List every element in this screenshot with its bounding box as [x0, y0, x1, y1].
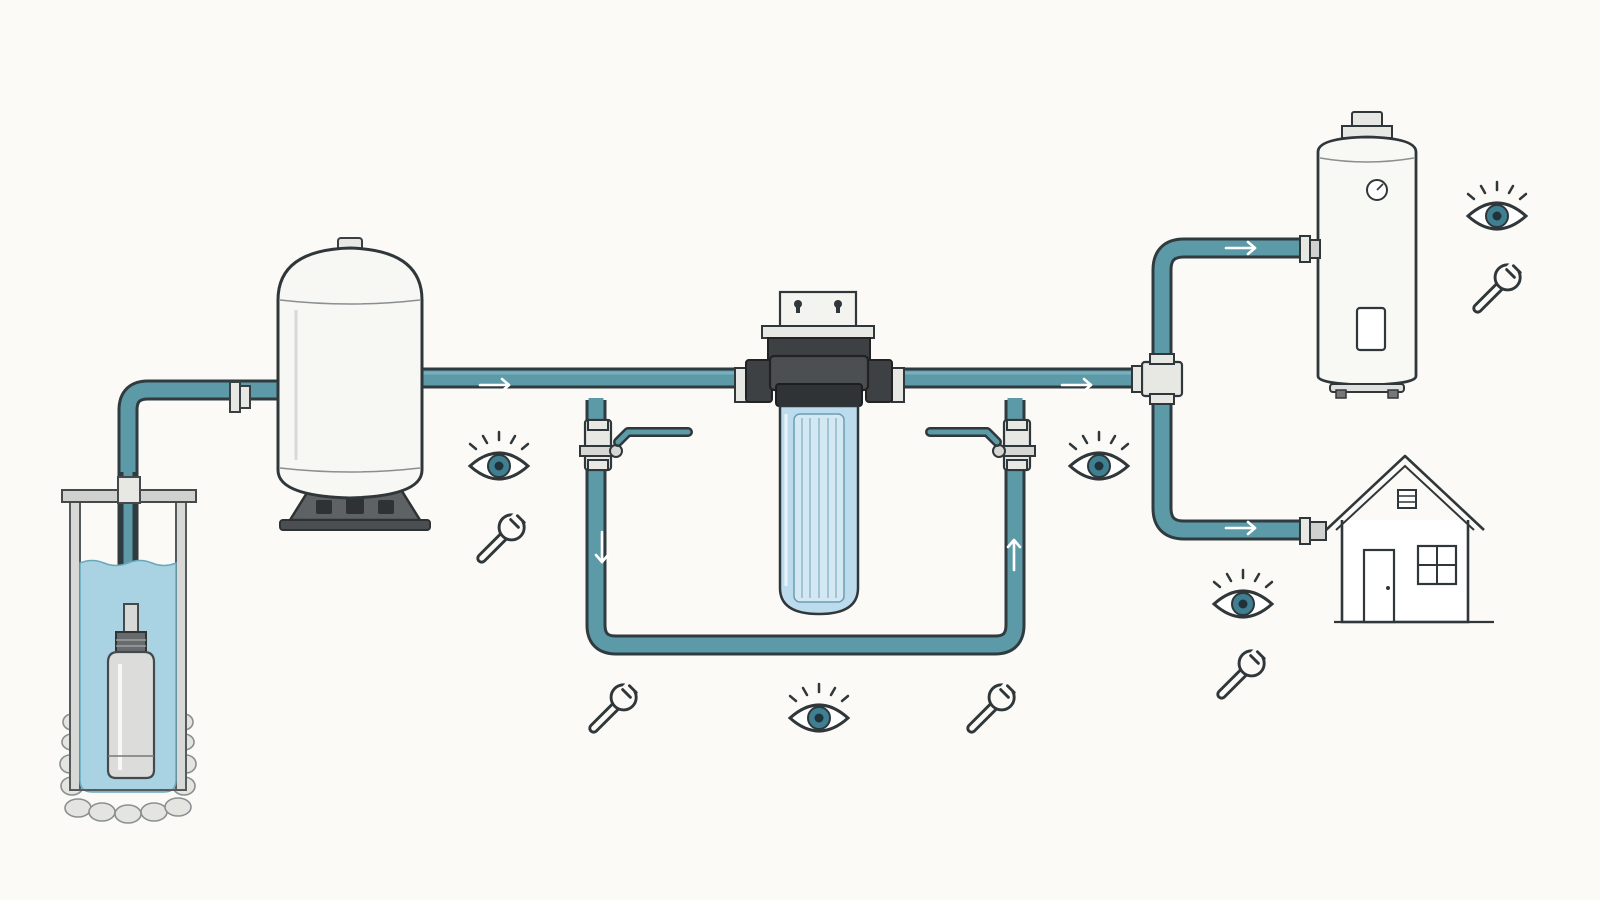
bypass-valve-left: [579, 418, 693, 472]
water-heater: [1299, 111, 1418, 399]
eye-icon: [788, 682, 850, 733]
eye-icon: [1068, 430, 1130, 481]
whole-house-filter: [734, 290, 905, 616]
wrench-icon: [1222, 645, 1267, 695]
eye-icon: [1466, 180, 1528, 231]
eye-icon: [1212, 568, 1274, 619]
wrench-icon: [594, 679, 639, 729]
well-pump: [59, 476, 197, 824]
wrench-icon: [482, 509, 527, 559]
wrench-icon: [1478, 259, 1523, 309]
arrow-icon: [1006, 538, 1022, 572]
arrow-icon: [1224, 240, 1257, 256]
pipe-to-water-heater: [1151, 237, 1305, 378]
arrow-icon: [1060, 377, 1093, 393]
pressure-tank: [276, 237, 431, 531]
eye-icon: [468, 430, 530, 481]
wrench-icon: [972, 679, 1017, 729]
union-fitting: [229, 381, 251, 413]
flow-arrows: [478, 240, 1257, 572]
tee-fitting: [1131, 353, 1184, 405]
arrow-icon: [1224, 520, 1257, 536]
pipe-to-house: [1151, 400, 1305, 541]
pipe-well-to-tank: [117, 379, 280, 470]
arrow-icon: [594, 530, 610, 564]
bypass-valve-right: [925, 418, 1036, 472]
arrow-icon: [478, 377, 511, 393]
house: [1299, 454, 1494, 624]
